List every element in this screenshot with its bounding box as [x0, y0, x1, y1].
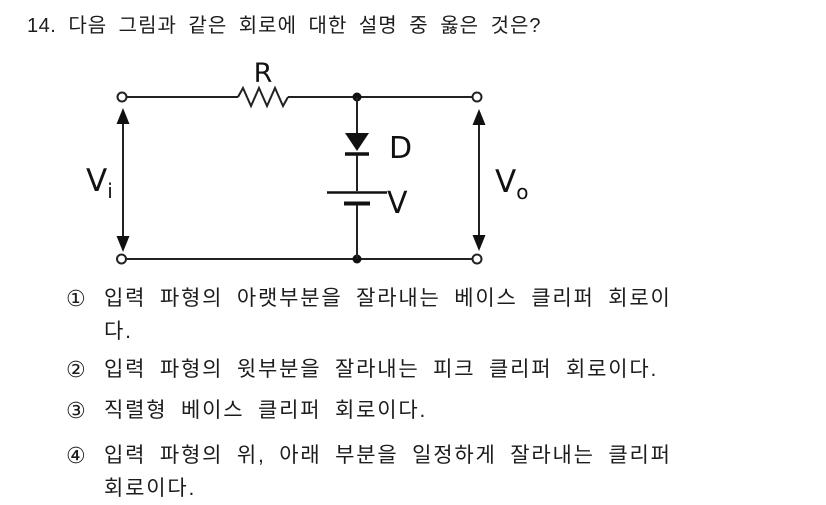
choice-4-marker: ④ — [66, 443, 86, 468]
question-title: 14. 다음 그림과 같은 회로에 대한 설명 중 옳은 것은? — [27, 9, 542, 38]
choice-1-line-1: 입력 파형의 아랫부분을 잘라내는 베이스 클리퍼 회로이 — [104, 287, 672, 310]
choice-1-marker: ① — [66, 286, 86, 311]
output-arrowhead-up — [472, 109, 486, 125]
output-voltage-label: Vo — [495, 164, 528, 204]
output-arrowhead-down — [472, 235, 486, 251]
question-text: 다음 그림과 같은 회로에 대한 설명 중 옳은 것은? — [68, 15, 542, 37]
input-voltage-label: Vi — [86, 163, 113, 203]
input-arrowhead-up — [116, 108, 130, 124]
choice-4-line-1: 입력 파형의 위, 아래 부분을 일정하게 잘라내는 클리퍼 — [104, 444, 672, 467]
choice-4-text: 입력 파형의 위, 아래 부분을 일정하게 잘라내는 클리퍼 회로이다. — [104, 439, 672, 505]
battery-symbol — [327, 191, 387, 206]
output-voltage-base: V — [495, 164, 516, 200]
input-terminal-bottom — [116, 253, 127, 265]
battery-label: V — [387, 186, 408, 221]
circuit-diagram: R D V Vi Vo — [86, 58, 528, 265]
choice-3-text: 직렬형 베이스 클리퍼 회로이다. — [104, 394, 427, 427]
choice-4-line-2: 회로이다. — [104, 477, 197, 500]
choice-2: ② 입력 파형의 윗부분을 잘라내는 피크 클리퍼 회로이다. — [66, 353, 658, 386]
choice-2-text: 입력 파형의 윗부분을 잘라내는 피크 클리퍼 회로이다. — [104, 353, 658, 386]
diode-label: D — [389, 131, 412, 166]
input-voltage-base: V — [86, 163, 107, 199]
choice-1: ① 입력 파형의 아랫부분을 잘라내는 베이스 클리퍼 회로이 다. — [66, 282, 672, 348]
choice-2-line-1: 입력 파형의 윗부분을 잘라내는 피크 클리퍼 회로이다. — [104, 358, 659, 381]
output-voltage-arrow — [472, 109, 486, 251]
choice-2-marker: ② — [66, 357, 86, 382]
resistor-label: R — [254, 58, 273, 89]
choice-4: ④ 입력 파형의 위, 아래 부분을 일정하게 잘라내는 클리퍼 회로이다. — [66, 439, 672, 505]
choice-1-text: 입력 파형의 아랫부분을 잘라내는 베이스 클리퍼 회로이 다. — [104, 282, 672, 348]
diode-symbol — [345, 133, 369, 151]
input-arrowhead-down — [116, 236, 130, 252]
output-terminal-top — [471, 91, 483, 103]
input-voltage-sub: i — [107, 179, 113, 203]
choice-3: ③ 직렬형 베이스 클리퍼 회로이다. — [66, 394, 427, 427]
input-voltage-arrow — [116, 108, 130, 252]
choice-3-marker: ③ — [66, 398, 86, 423]
question-number: 14. — [27, 15, 57, 37]
choice-1-line-2: 다. — [104, 320, 133, 343]
choice-3-line-1: 직렬형 베이스 클리퍼 회로이다. — [104, 399, 428, 422]
output-terminal-bottom — [471, 253, 483, 265]
resistor-symbol — [237, 85, 289, 109]
input-terminal-top — [116, 91, 128, 103]
output-voltage-sub: o — [516, 180, 528, 204]
